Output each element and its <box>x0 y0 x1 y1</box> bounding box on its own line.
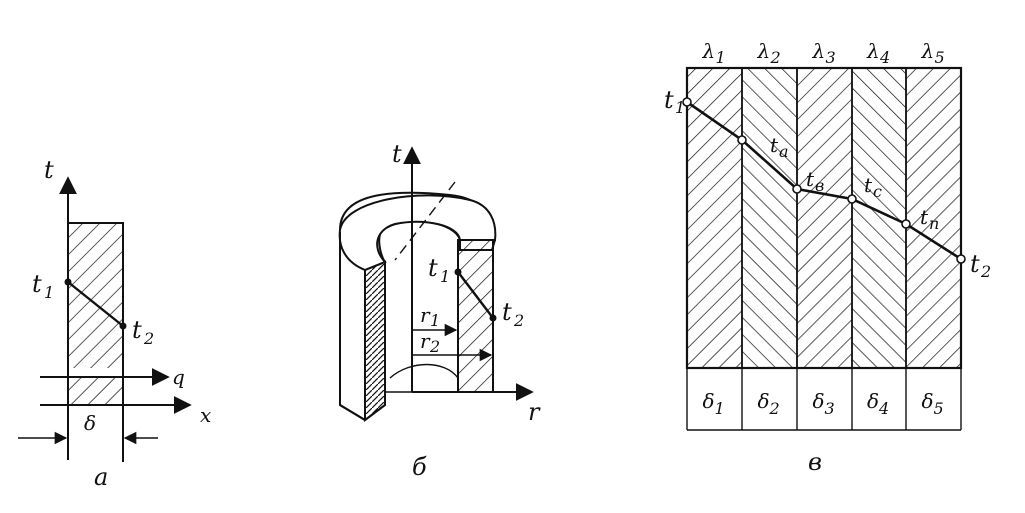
conductivity-label-1: λ <box>702 39 716 63</box>
panel-a-temperature-profile <box>67 281 124 327</box>
panel-b-t1-label: t <box>428 254 438 282</box>
panel-a-t1-point <box>64 278 72 286</box>
temperature-sub-4: c <box>873 182 882 201</box>
temperature-sub-6: 2 <box>980 262 991 281</box>
conductivity-label-4: λ <box>866 39 880 63</box>
layer-divisions <box>686 368 962 430</box>
panel-a-t-axis-label: t <box>44 156 54 184</box>
cylinder-left-cut-face <box>364 260 386 422</box>
panel-a-x-axis-label: x <box>200 403 211 427</box>
panel-b-r2-label: r <box>420 329 431 353</box>
cylinder-symmetry-line <box>394 181 456 261</box>
panel-a-t1-label: t <box>32 270 42 298</box>
panel-b-t2-sub: 2 <box>513 311 524 330</box>
conductivity-sub-2: 2 <box>770 48 781 67</box>
panel-a-thickness-label: δ <box>84 411 96 435</box>
conductivity-sub-5: 5 <box>935 48 945 67</box>
panel-b-caption: б <box>412 453 427 481</box>
temperature-sub-3: в <box>815 176 824 195</box>
thickness-label-4: δ <box>867 389 879 413</box>
layer-2 <box>741 67 798 369</box>
cylinder-outer-left-bottom <box>339 404 366 421</box>
layer-1 <box>686 67 743 369</box>
multilayer-profile-line <box>686 100 962 261</box>
conductivity-label-3: λ <box>812 39 826 63</box>
interface-point-2 <box>737 135 747 145</box>
temperature-label-3: t <box>806 167 815 191</box>
interface-point-5 <box>901 219 911 229</box>
interface-point-6 <box>956 254 966 264</box>
interface-point-4 <box>847 194 857 204</box>
interface-point-1 <box>682 97 692 107</box>
panel-b-t2-label: t <box>502 298 512 326</box>
temperature-sub-5: n <box>929 214 939 233</box>
thickness-sub-1: 1 <box>715 399 725 418</box>
temperature-label-1: t <box>664 86 674 114</box>
panel-b-r2-sub: 2 <box>429 337 440 356</box>
panel-b-cylindrical-wall: t r t 1 t 2 r 1 r 2 б <box>338 140 541 481</box>
plane-wall-gap <box>69 368 122 376</box>
thickness-sub-2: 2 <box>769 399 780 418</box>
layer-4 <box>851 67 907 369</box>
temperature-sub-1: 1 <box>675 98 685 117</box>
panel-a-t2-point <box>119 322 127 330</box>
multilayer-temperature-profile <box>682 97 966 264</box>
panel-b-r1-sub: 1 <box>430 311 440 330</box>
cylinder-right-cut-face <box>457 239 494 393</box>
panel-b-r1-label: r <box>420 303 431 327</box>
temperature-label-4: t <box>864 173 873 197</box>
temperature-sub-2: a <box>779 142 789 161</box>
panel-b-t1-sub: 1 <box>440 267 450 286</box>
panel-a-t2-sub: 2 <box>143 329 154 348</box>
multilayer-frame <box>685 66 963 370</box>
panel-b-temperature-profile <box>457 271 494 319</box>
temperature-label-2: t <box>770 133 779 157</box>
layer-3 <box>796 67 853 369</box>
interface-point-3 <box>792 184 802 194</box>
panel-b-r-axis-label: r <box>528 398 541 426</box>
multilayer-layers <box>686 67 962 369</box>
panel-a-t2-label: t <box>132 316 142 344</box>
panel-b-t2-point <box>489 314 497 322</box>
conductivity-sub-4: 4 <box>879 48 890 67</box>
panel-c-caption: в <box>808 448 822 476</box>
conductivity-label-5: λ <box>921 39 935 63</box>
thickness-sub-5: 5 <box>934 399 944 418</box>
thickness-label-3: δ <box>813 389 825 413</box>
panel-b-t1-point <box>454 268 462 276</box>
panel-a-caption: а <box>94 463 108 491</box>
panel-a-q-label: q <box>172 365 185 389</box>
panel-a-t1-sub: 1 <box>44 283 54 302</box>
panel-a-plane-wall: t x q t 1 t 2 δ а <box>18 156 211 491</box>
temperature-label-6: t <box>970 250 980 278</box>
thickness-sub-4: 4 <box>878 399 889 418</box>
thickness-label-5: δ <box>922 389 934 413</box>
conductivity-label-2: λ <box>757 39 771 63</box>
cylinder-inner-base-arc <box>389 363 459 379</box>
thickness-label-2: δ <box>758 389 770 413</box>
temperature-label-5: t <box>920 205 929 229</box>
thickness-sub-3: 3 <box>825 399 835 418</box>
conductivity-sub-3: 3 <box>826 48 836 67</box>
conductivity-sub-1: 1 <box>716 48 726 67</box>
thickness-label-1: δ <box>703 389 715 413</box>
panel-b-t-axis-label: t <box>392 140 402 168</box>
